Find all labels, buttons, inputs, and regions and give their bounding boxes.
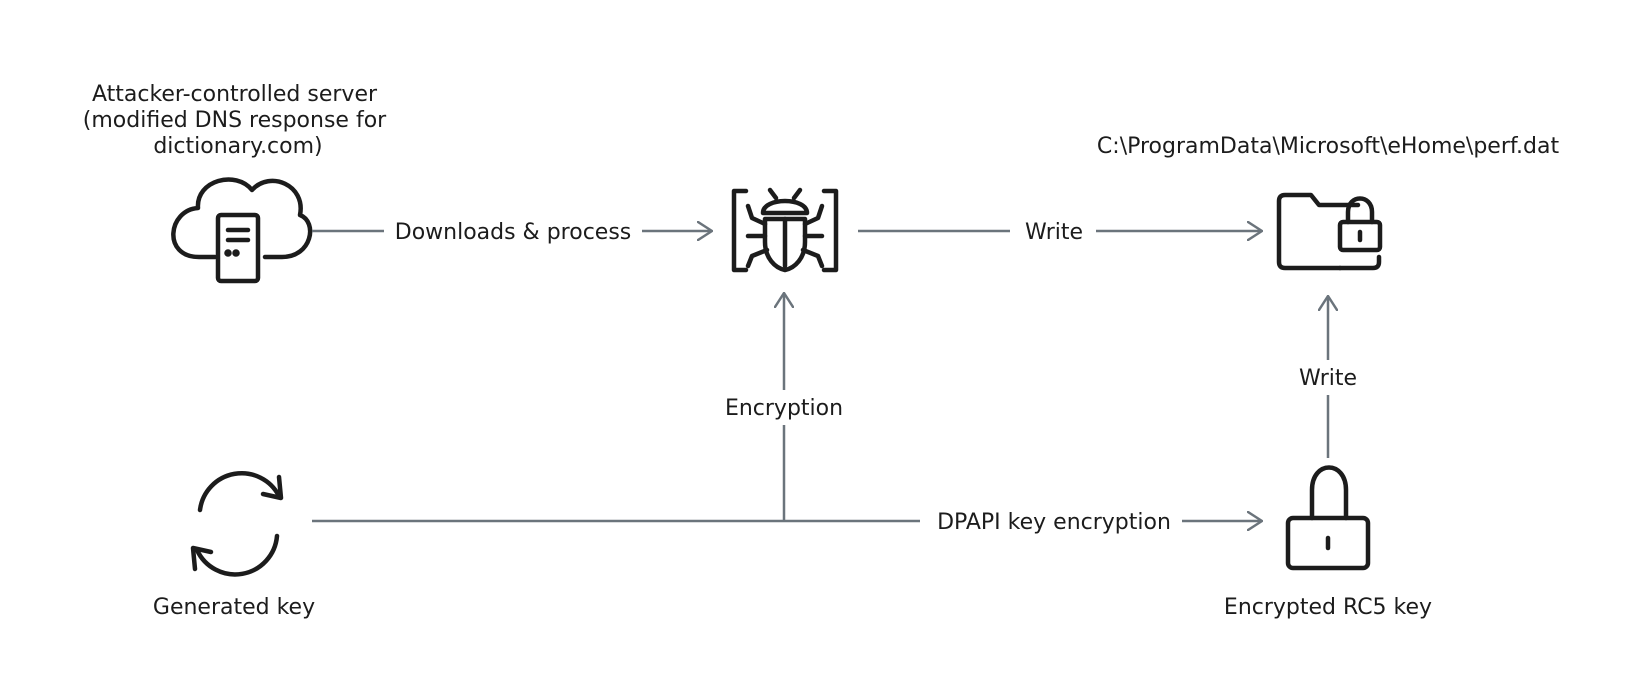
generated-key-label: Generated key — [153, 595, 315, 620]
edge-downloads-label: Downloads & process — [395, 220, 632, 245]
edge-write-key-label: Write — [1299, 366, 1357, 391]
file-path-label: C:\ProgramData\Microsoft\eHome\perf.dat — [1097, 134, 1560, 159]
cloud-server-icon — [171, 177, 313, 284]
bug-icon — [731, 187, 839, 273]
locked-folder-icon — [1276, 192, 1383, 271]
edge-encryption-label: Encryption — [725, 396, 843, 421]
edge-write-file-label: Write — [1025, 220, 1083, 245]
padlock-icon — [1285, 465, 1371, 571]
refresh-cycle-icon — [190, 471, 284, 577]
encrypted-key-label: Encrypted RC5 key — [1224, 595, 1432, 620]
server-label: Attacker-controlled server (modified DNS… — [83, 82, 393, 159]
edge-dpapi-label: DPAPI key encryption — [937, 510, 1171, 535]
